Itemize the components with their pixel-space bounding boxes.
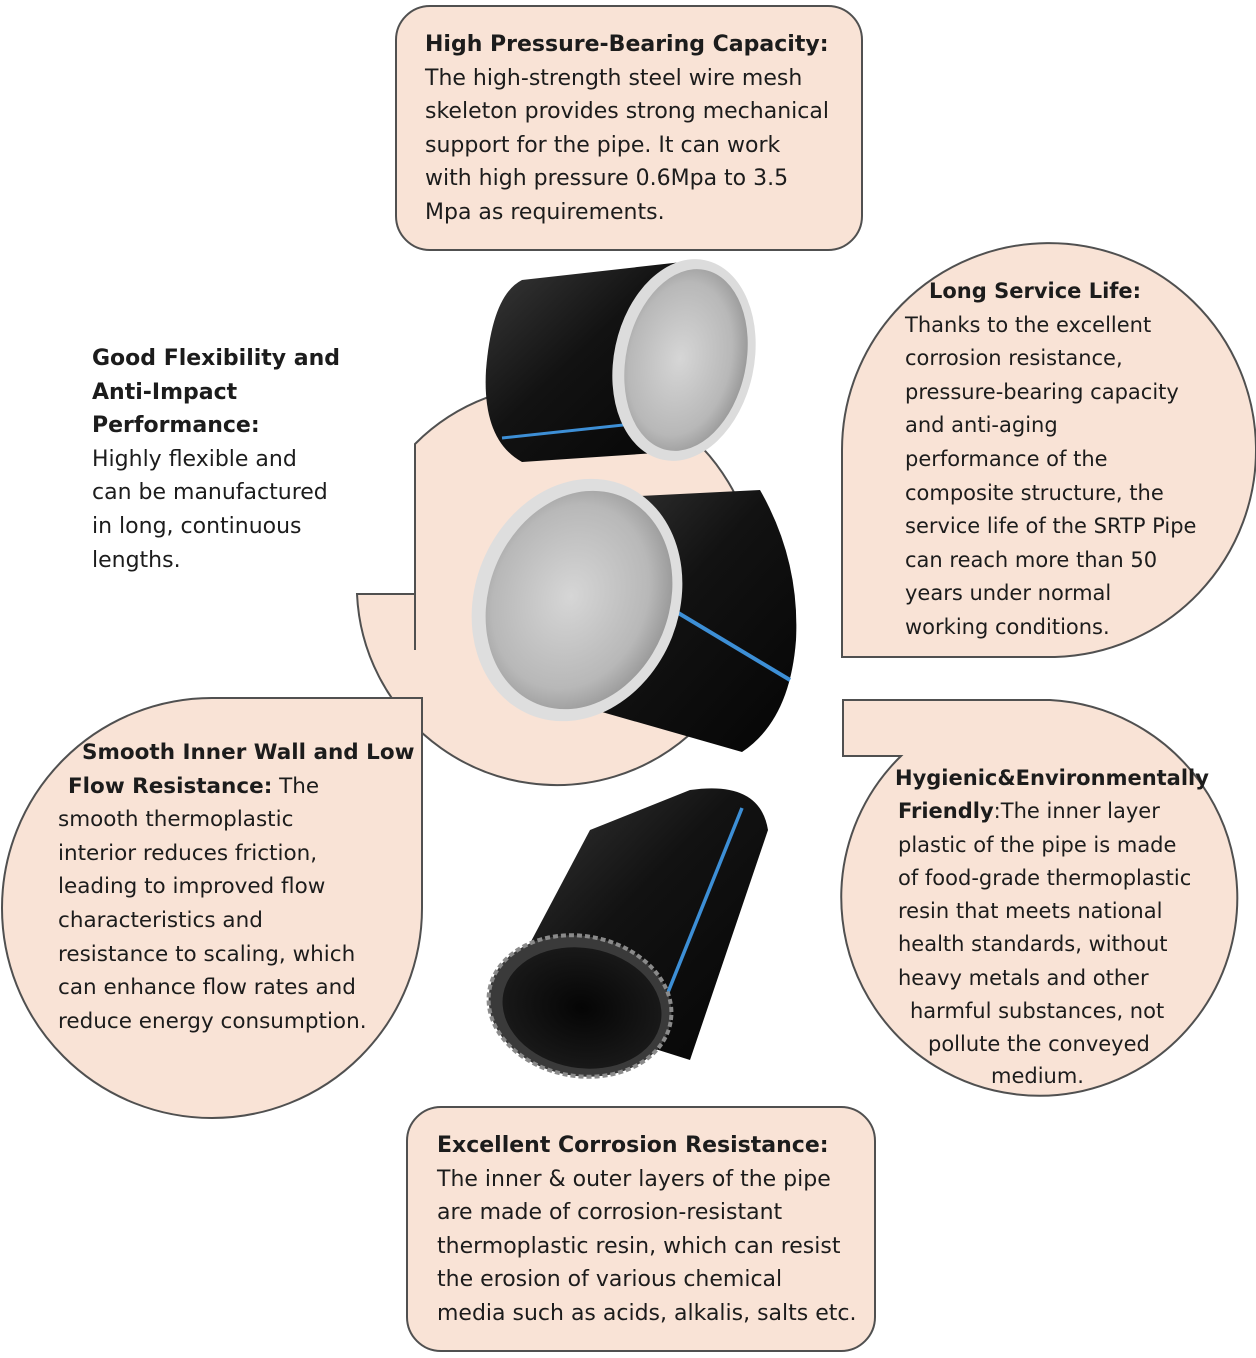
card-top-line: Mpa as requirements. [425, 199, 665, 225]
card-top-line: skeleton provides strong mechanical [425, 99, 829, 125]
card-left-upper-line: lengths. [92, 547, 181, 573]
card-left-lower-bubble [1, 697, 423, 1119]
card-left-upper-title: Good Flexibility and [92, 346, 341, 371]
card-right-lower: Hygienic&Environmentally Friendly:The in… [895, 762, 1209, 1090]
card-left-lower-title: Smooth Inner Wall and Low [82, 740, 415, 765]
card-right-upper-line: composite structure, the [905, 480, 1164, 505]
card-right-upper-line: years under normal [905, 581, 1112, 606]
card-top-title: High Pressure-Bearing Capacity: [425, 32, 829, 57]
pipe-top-image [485, 259, 756, 462]
card-top-line: The high-strength steel wire mesh [425, 65, 803, 91]
card-left-upper-line: Highly flexible and [92, 446, 297, 472]
card-left-lower-title-row: Flow Resistance: The [58, 770, 414, 804]
card-right-upper-line: Thanks to the excellent [905, 312, 1152, 337]
card-left-lower-line: can enhance flow rates and [58, 975, 356, 1001]
card-left-lower-line: characteristics and [58, 907, 263, 933]
card-right-upper: Long Service Life: Thanks to the excelle… [905, 275, 1196, 645]
card-right-upper-title: Long Service Life: [929, 279, 1142, 303]
card-top: High Pressure-Bearing Capacity: The high… [425, 28, 829, 230]
card-right-upper-bubble [841, 242, 1256, 658]
card-left-upper-title: Performance: [92, 413, 260, 439]
card-right-lower-line: heavy metals and other [898, 965, 1149, 990]
card-top-line: with high pressure 0.6Mpa to 3.5 [425, 166, 789, 192]
card-right-upper-line: corrosion resistance, [905, 346, 1123, 371]
card-right-lower-line: of food-grade thermoplastic [898, 865, 1192, 890]
card-left-lower-title: Flow Resistance: [68, 773, 273, 799]
card-right-lower-bubble [840, 699, 1239, 1097]
card-right-lower-line: harmful substances, not [910, 999, 1165, 1024]
card-right-lower-line: medium. [991, 1063, 1084, 1088]
card-right-lower-title-row: Friendly:The inner layer [895, 795, 1209, 828]
card-bottom-line: media such as acids, alkalis, salts etc. [437, 1300, 857, 1326]
card-right-lower-line: resin that meets national [898, 899, 1163, 924]
card-right-upper-line: working conditions. [905, 614, 1110, 639]
card-bottom-line: the erosion of various chemical [437, 1267, 783, 1293]
card-right-upper-line: pressure-bearing capacity [905, 379, 1179, 404]
card-right-upper-line: performance of the [905, 446, 1108, 471]
card-top-box [395, 5, 863, 251]
card-left-lower-line: The [272, 773, 320, 799]
card-left-upper-line: in long, continuous [92, 513, 302, 539]
card-left-lower-line: resistance to scaling, which [58, 941, 356, 967]
card-left-lower-line: interior reduces friction, [58, 840, 318, 866]
card-right-lower-title: Friendly [898, 799, 994, 824]
card-bottom-line: are made of corrosion-resistant [437, 1200, 783, 1226]
card-right-upper-line: service life of the SRTP Pipe [905, 514, 1197, 539]
card-top-line: support for the pipe. It can work [425, 132, 781, 158]
card-right-upper-line: can reach more than 50 [905, 547, 1158, 572]
card-left-lower-line: reduce energy consumption. [58, 1008, 367, 1034]
card-right-lower-line: plastic of the pipe is made [898, 832, 1177, 857]
pipe-middle-image [471, 478, 797, 752]
card-right-lower-title: Hygienic&Environmentally [895, 766, 1209, 790]
card-left-upper-line: can be manufactured [92, 480, 328, 506]
card-left-upper-title: Anti-Impact [92, 379, 238, 405]
card-bottom-box [406, 1106, 876, 1352]
card-bottom-line: The inner & outer layers of the pipe [437, 1166, 831, 1192]
card-left-upper: Good Flexibility and Anti-Impact Perform… [92, 342, 340, 577]
pipe-bottom-image [486, 788, 768, 1079]
card-right-lower-line: pollute the conveyed [928, 1032, 1150, 1057]
card-bottom-line: thermoplastic resin, which can resist [437, 1233, 841, 1259]
card-bottom-title: Excellent Corrosion Resistance: [437, 1133, 829, 1158]
card-bottom: Excellent Corrosion Resistance: The inne… [437, 1129, 856, 1331]
card-left-lower-line: leading to improved flow [58, 874, 326, 900]
card-right-lower-line: :The inner layer [993, 799, 1160, 824]
card-left-lower: Smooth Inner Wall and Low Flow Resistanc… [58, 736, 414, 1038]
card-right-upper-line: and anti-aging [905, 413, 1058, 438]
card-left-lower-line: smooth thermoplastic [58, 807, 294, 833]
card-right-lower-line: health standards, without [898, 932, 1168, 957]
